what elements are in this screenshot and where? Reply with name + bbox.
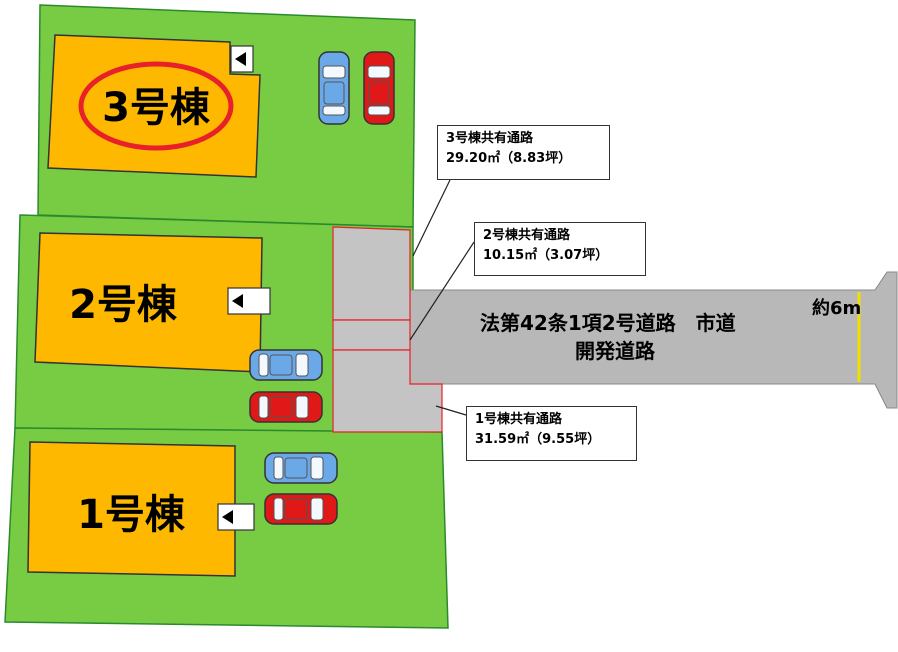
callout-passage-1: 1号棟共有通路 31.59㎡（9.55坪） (466, 406, 637, 461)
road-name-label: 開発道路 (575, 339, 656, 363)
callout-passage-2: 2号棟共有通路 10.15㎡（3.07坪） (474, 222, 646, 276)
house-1 (27, 441, 236, 577)
entrance-arrow-icon (227, 287, 271, 315)
road (409, 271, 898, 409)
car-icon (264, 452, 338, 484)
house-1-label: 1号棟 (77, 492, 186, 538)
callout-3-title: 3号棟共有通路 (446, 131, 534, 146)
passage-1 (332, 349, 443, 433)
passage-3 (332, 226, 411, 321)
entrance-arrow-icon (230, 45, 254, 73)
car-icon (318, 51, 350, 125)
entrance-arrow-icon (217, 503, 255, 531)
road-width-label: 約6m (812, 297, 861, 319)
leader-line-1 (435, 405, 467, 416)
callout-1-area: 31.59㎡（9.55坪） (475, 432, 601, 447)
passage-2 (332, 319, 411, 351)
callout-1-title: 1号棟共有通路 (475, 412, 563, 427)
house-3-label: 3号棟 (102, 85, 211, 131)
leader-line-2 (409, 241, 475, 341)
car-icon (249, 349, 323, 381)
car-icon (249, 391, 323, 423)
leader-line-3 (412, 179, 451, 257)
car-icon (363, 51, 395, 125)
highlight-circle (78, 61, 234, 151)
callout-2-title: 2号棟共有通路 (483, 228, 571, 243)
callout-2-area: 10.15㎡（3.07坪） (483, 248, 609, 263)
callout-passage-3: 3号棟共有通路 29.20㎡（8.83坪） (437, 125, 610, 180)
house-2-label: 2号棟 (69, 282, 178, 328)
road-type-label: 法第42条1項2号道路 市道 (480, 311, 736, 335)
house-3 (47, 34, 261, 178)
car-icon (264, 493, 338, 525)
callout-3-area: 29.20㎡（8.83坪） (446, 151, 572, 166)
